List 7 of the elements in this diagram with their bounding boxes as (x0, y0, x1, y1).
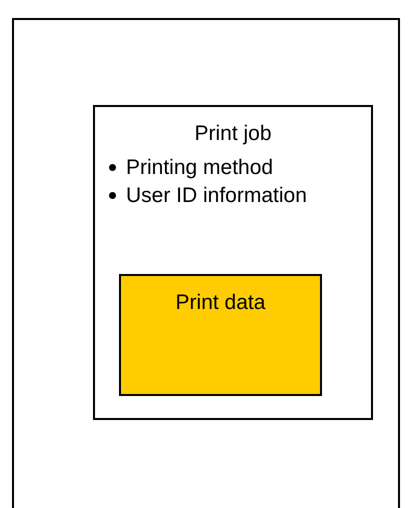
frame-box (12, 18, 400, 508)
content-box (119, 274, 322, 396)
heading-text: Print job (193, 121, 273, 147)
content-box (93, 105, 373, 420)
heading-text: Print data (174, 290, 266, 316)
bullet-text: Printing method (126, 154, 274, 180)
bullet-text: User ID information (126, 182, 307, 208)
